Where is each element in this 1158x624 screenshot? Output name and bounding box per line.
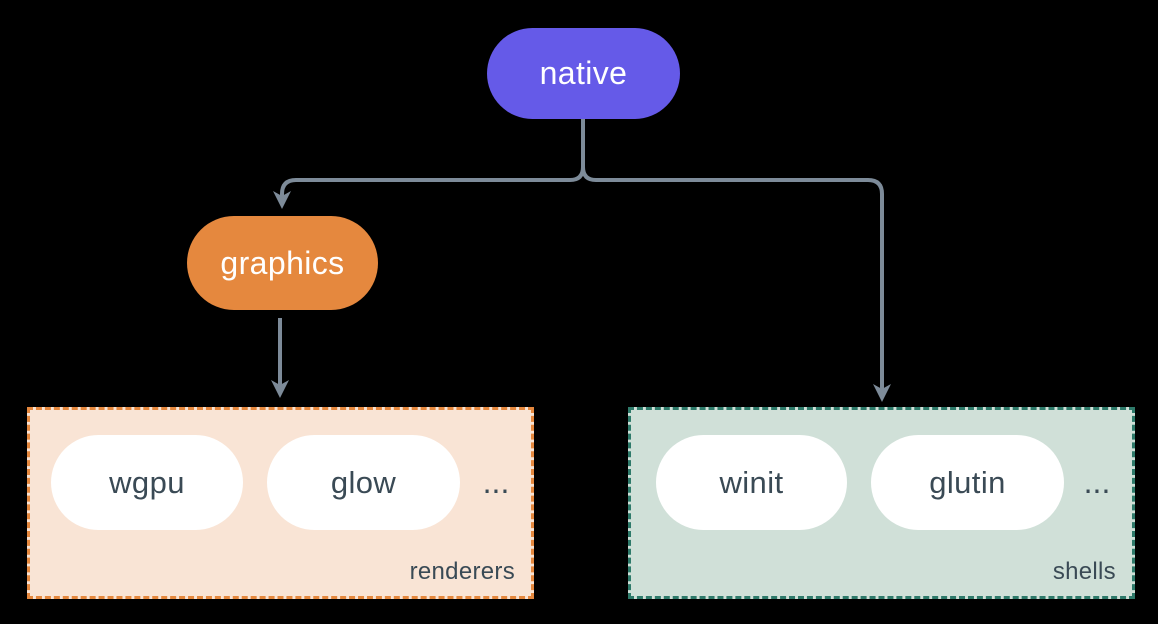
pill-glutin-label: glutin (929, 464, 1006, 500)
pill-glutin: glutin (871, 435, 1064, 530)
pill-glow: glow (267, 435, 460, 530)
pill-winit: winit (656, 435, 847, 530)
node-native-label: native (539, 55, 628, 91)
node-graphics: graphics (187, 216, 378, 310)
pill-glow-label: glow (330, 464, 397, 500)
group-renderers: wgpu glow ... renderers (27, 407, 534, 599)
pill-winit-label: winit (719, 464, 784, 500)
connector-native-to-shells (581, 119, 891, 402)
connector-native-to-graphics (273, 119, 585, 209)
renderers-ellipsis: ... (482, 464, 510, 500)
node-native: native (487, 28, 680, 119)
node-graphics-label: graphics (220, 244, 345, 281)
shells-ellipsis: ... (1083, 464, 1111, 500)
group-renderers-label: renderers (409, 558, 515, 585)
group-shells-label: shells (1052, 558, 1116, 585)
group-shells: winit glutin ... shells (628, 407, 1135, 599)
pill-wgpu-label: wgpu (109, 464, 185, 500)
pill-wgpu: wgpu (51, 435, 243, 530)
